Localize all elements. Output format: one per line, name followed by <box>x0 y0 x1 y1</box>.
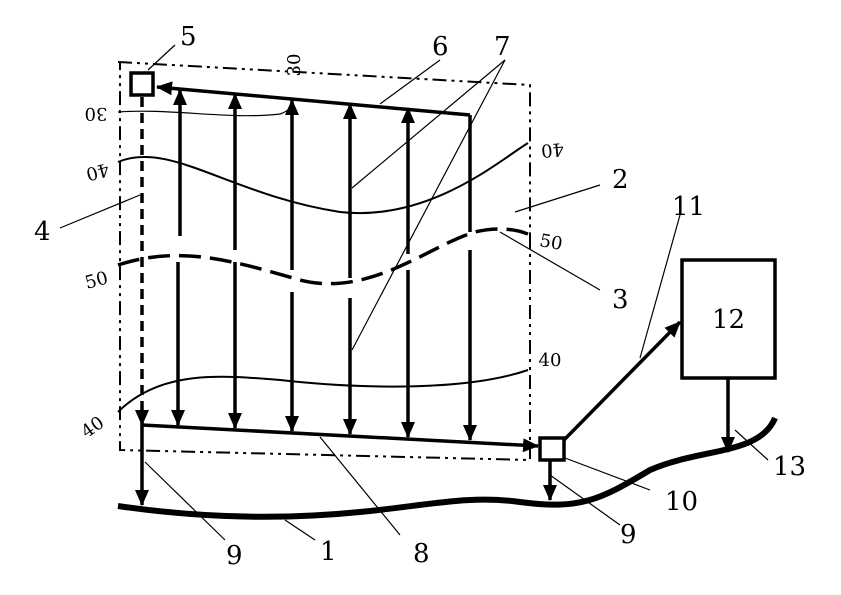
leader-lines <box>59 44 769 541</box>
contour-label: 30 <box>284 54 305 77</box>
label-11: 11 <box>672 192 705 222</box>
contour-label: 50 <box>83 268 111 294</box>
contour-label: 40 <box>539 350 562 371</box>
label-1: 1 <box>320 537 337 567</box>
label-7: 7 <box>494 32 511 62</box>
contour-label: 40 <box>77 412 108 442</box>
upper-collector-pipe <box>156 81 471 117</box>
node-10 <box>538 436 566 462</box>
contour-label: 40 <box>84 158 112 184</box>
lower-collector-pipe <box>141 423 539 453</box>
contour-label: 40 <box>540 138 565 161</box>
label-12: 12 <box>712 305 745 335</box>
contour-30 <box>117 97 293 117</box>
node-5 <box>129 71 155 97</box>
label-10: 10 <box>665 487 698 517</box>
contour-label: 30 <box>85 103 108 124</box>
area-boundary <box>117 61 531 462</box>
contour-40-lower <box>117 369 529 413</box>
contour-50 <box>117 227 531 286</box>
ground-line <box>117 416 778 520</box>
label-9: 9 <box>620 520 637 550</box>
signal-arrow <box>562 320 682 442</box>
label-2: 2 <box>612 165 629 195</box>
label-6: 6 <box>432 32 449 62</box>
label-9: 9 <box>226 541 243 571</box>
label-4: 4 <box>34 217 51 247</box>
label-13: 13 <box>773 452 806 482</box>
label-3: 3 <box>612 285 629 315</box>
label-5: 5 <box>180 22 197 52</box>
wells <box>171 89 477 441</box>
label-8: 8 <box>413 539 430 569</box>
contour-label: 50 <box>538 230 564 255</box>
contour-40-upper <box>117 142 529 215</box>
